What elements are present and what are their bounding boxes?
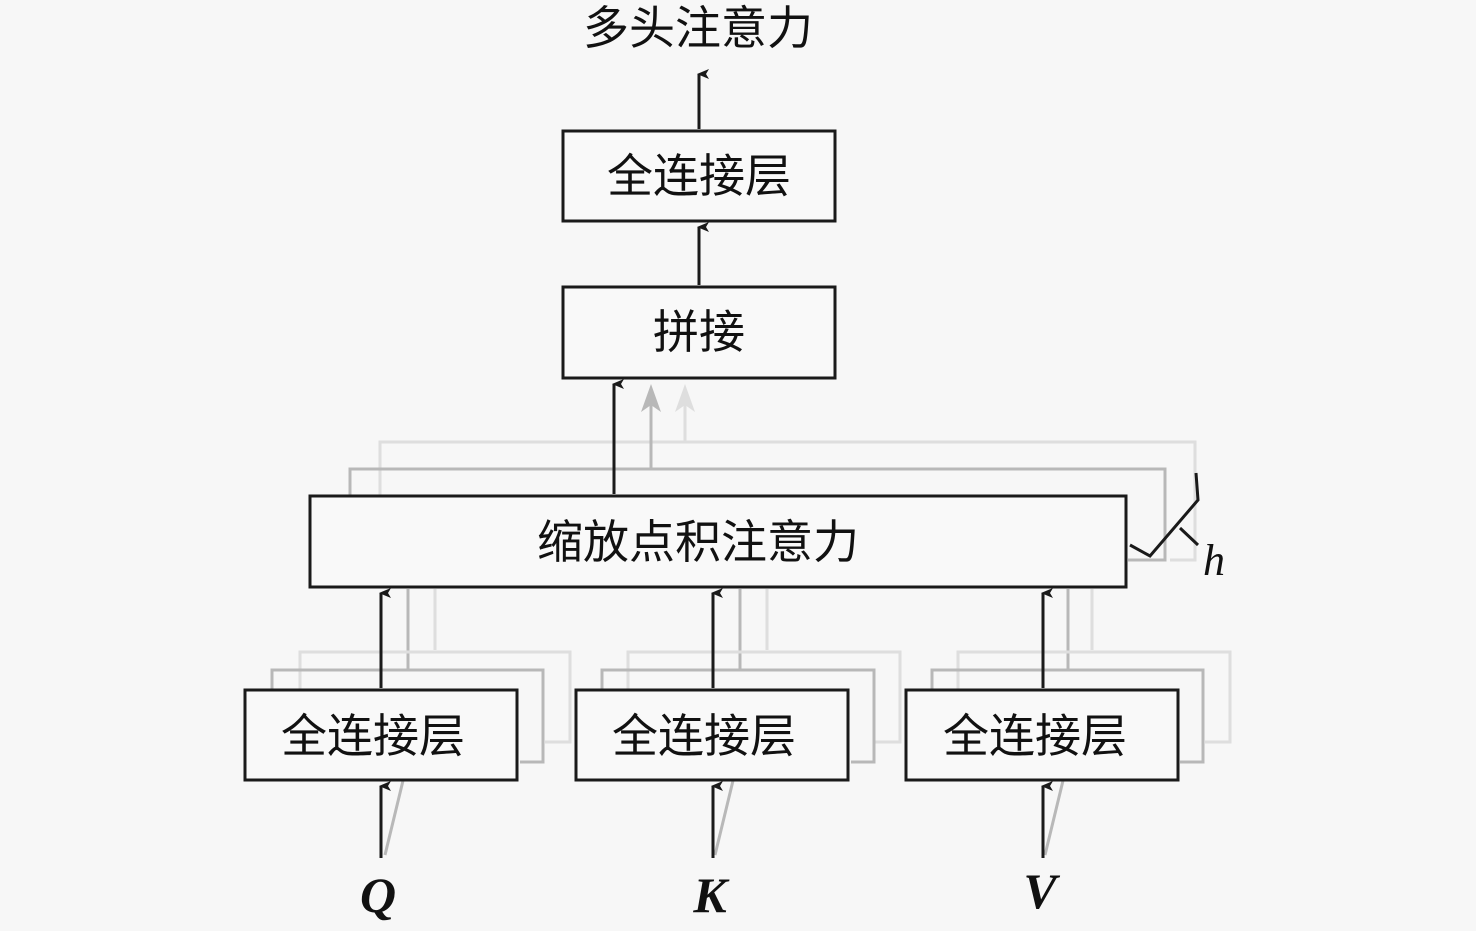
ghost-arrowhead-2 (641, 384, 661, 412)
heads-label: h (1203, 536, 1225, 585)
linear-stack-ghosts (270, 650, 1232, 856)
linear-k-ghost-2 (626, 650, 902, 744)
linear-k-label: 全连接层 (612, 709, 796, 763)
node-linear-q: 全连接层 (243, 688, 519, 782)
input-q-label: Q (360, 867, 396, 923)
linear-k-ghost-1 (600, 668, 876, 764)
brace-tick (1178, 526, 1200, 547)
attention-head-stack-ghosts (348, 384, 1197, 669)
ghost-arrowhead-3 (675, 384, 695, 412)
linear-q-label: 全连接层 (281, 709, 465, 763)
linear-v-ghost-1 (930, 668, 1205, 764)
attention-ghost-layer-1 (348, 467, 1167, 562)
linear-v-label: 全连接层 (943, 709, 1127, 763)
heads-brace: h (1129, 472, 1225, 585)
input-v-label: V (1023, 863, 1060, 919)
concat-box (561, 285, 837, 380)
linear-k-box (574, 688, 850, 782)
input-k-label: K (692, 867, 730, 923)
linear-q-box (243, 688, 519, 782)
brace-icon (1129, 472, 1200, 558)
node-output-linear: 全连接层 (561, 129, 837, 223)
main-arrows (379, 69, 1053, 858)
linear-v-ghost-2 (956, 650, 1232, 744)
linear-v-box (904, 688, 1180, 782)
attention-label: 缩放点积注意力 (537, 515, 859, 569)
output-linear-label: 全连接层 (607, 149, 791, 203)
node-attention: 缩放点积注意力 (308, 494, 1128, 589)
linear-q-ghost-1 (270, 668, 545, 764)
node-linear-k: 全连接层 (574, 688, 850, 782)
node-linear-v: 全连接层 (904, 688, 1180, 782)
concat-label: 拼接 (653, 305, 745, 359)
output-linear-box (561, 129, 837, 223)
diagram-title: 多头注意力 (583, 1, 813, 55)
linear-q-ghost-2 (298, 650, 572, 744)
node-concat: 拼接 (561, 285, 837, 380)
attention-box (308, 494, 1128, 589)
attention-ghost-layer-2 (378, 440, 1197, 562)
